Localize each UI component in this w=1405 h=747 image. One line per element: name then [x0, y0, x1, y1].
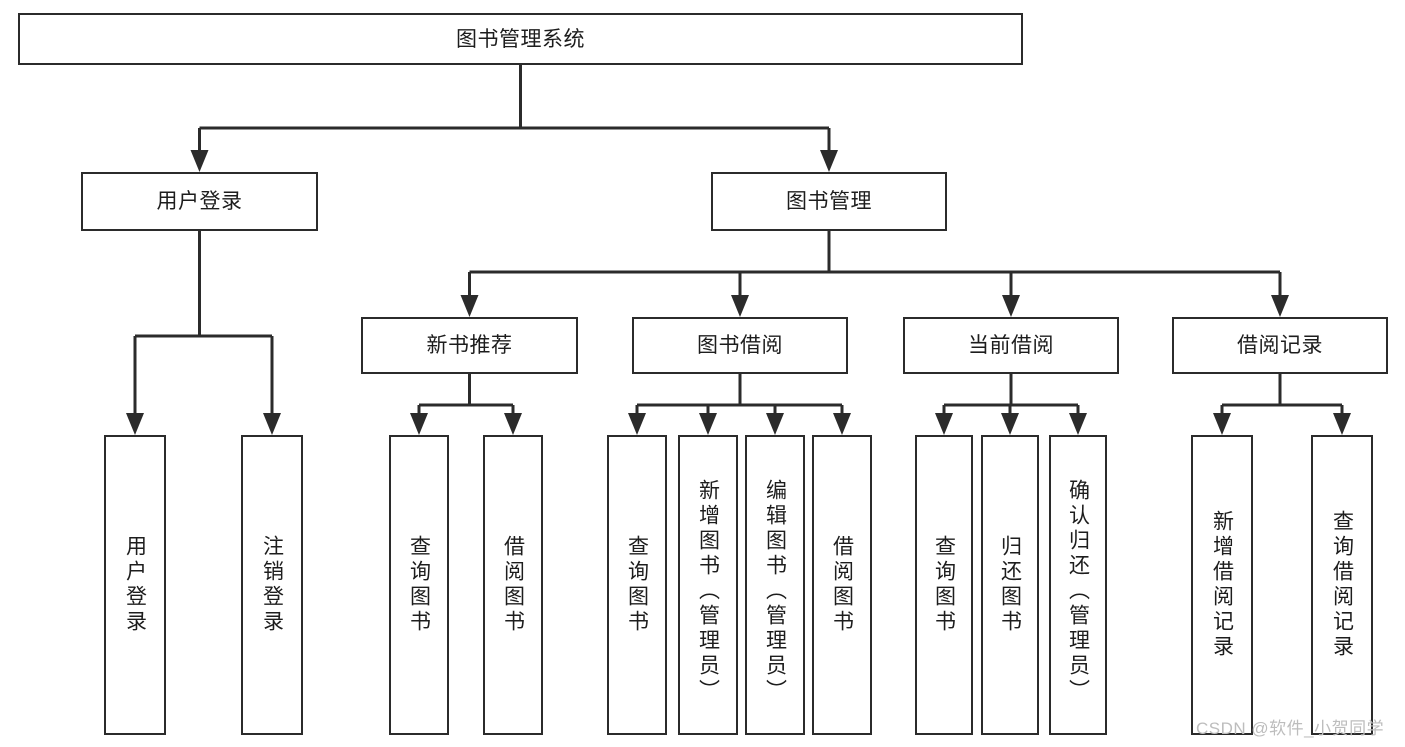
node-label: 查询图书 — [407, 535, 431, 635]
connector-arrowhead — [1002, 295, 1020, 317]
connector-arrowhead — [1271, 295, 1289, 317]
node-leaf-login-2[interactable]: 注销登录 — [241, 435, 303, 735]
node-label: 新增借阅记录 — [1210, 510, 1234, 660]
node-leaf-new-1[interactable]: 查询图书 — [389, 435, 449, 735]
node-leaf-cur-2[interactable]: 归还图书 — [981, 435, 1039, 735]
connector-arrowhead — [126, 413, 144, 435]
node-label: 查询图书 — [625, 535, 649, 635]
connector-arrowhead — [504, 413, 522, 435]
node-login[interactable]: 用户登录 — [81, 172, 318, 231]
node-label: 图书管理 — [786, 190, 872, 213]
node-current[interactable]: 当前借阅 — [903, 317, 1119, 374]
node-leaf-rec-2[interactable]: 查询借阅记录 — [1311, 435, 1373, 735]
node-label: 新增图书（管理员） — [696, 478, 720, 704]
connector-arrowhead — [935, 413, 953, 435]
node-label: 编辑图书（管理员） — [763, 478, 787, 704]
node-records[interactable]: 借阅记录 — [1172, 317, 1388, 374]
connector-arrowhead — [833, 413, 851, 435]
connector-arrowhead — [820, 150, 838, 172]
connector-arrowhead — [699, 413, 717, 435]
node-label: 用户登录 — [123, 535, 147, 635]
node-label: 用户登录 — [156, 190, 243, 213]
node-label: 当前借阅 — [968, 334, 1054, 357]
node-leaf-new-2[interactable]: 借阅图书 — [483, 435, 543, 735]
connector-arrowhead — [766, 413, 784, 435]
node-leaf-cur-3[interactable]: 确认归还（管理员） — [1049, 435, 1107, 735]
node-label: 查询借阅记录 — [1330, 510, 1354, 660]
node-leaf-borrow-2[interactable]: 新增图书（管理员） — [678, 435, 738, 735]
node-label: 借阅图书 — [830, 535, 854, 635]
node-label: 图书借阅 — [697, 334, 783, 357]
connector-arrowhead — [410, 413, 428, 435]
connector-arrowhead — [731, 295, 749, 317]
connector-arrowhead — [190, 150, 209, 172]
node-newbook[interactable]: 新书推荐 — [361, 317, 578, 374]
node-bookmgmt[interactable]: 图书管理 — [711, 172, 947, 231]
connector-arrowhead — [1213, 413, 1231, 435]
node-borrow[interactable]: 图书借阅 — [632, 317, 848, 374]
node-label: 借阅图书 — [501, 535, 525, 635]
node-label: 新书推荐 — [426, 334, 513, 357]
node-label: 确认归还（管理员） — [1066, 478, 1090, 704]
connector-arrowhead — [263, 413, 281, 435]
node-leaf-rec-1[interactable]: 新增借阅记录 — [1191, 435, 1253, 735]
connector-arrowhead — [1333, 413, 1351, 435]
node-label: 图书管理系统 — [456, 27, 585, 51]
connector-arrowhead — [1001, 413, 1019, 435]
node-label: 注销登录 — [260, 535, 284, 635]
node-label: 查询图书 — [932, 535, 956, 635]
node-leaf-borrow-1[interactable]: 查询图书 — [607, 435, 667, 735]
node-leaf-cur-1[interactable]: 查询图书 — [915, 435, 973, 735]
node-root[interactable]: 图书管理系统 — [18, 13, 1023, 65]
node-leaf-borrow-4[interactable]: 借阅图书 — [812, 435, 872, 735]
node-leaf-borrow-3[interactable]: 编辑图书（管理员） — [745, 435, 805, 735]
connector-arrowhead — [1069, 413, 1087, 435]
node-label: 借阅记录 — [1237, 334, 1323, 357]
node-leaf-login-1[interactable]: 用户登录 — [104, 435, 166, 735]
connector-arrowhead — [460, 295, 479, 317]
node-label: 归还图书 — [998, 535, 1022, 635]
connector-arrowhead — [628, 413, 646, 435]
